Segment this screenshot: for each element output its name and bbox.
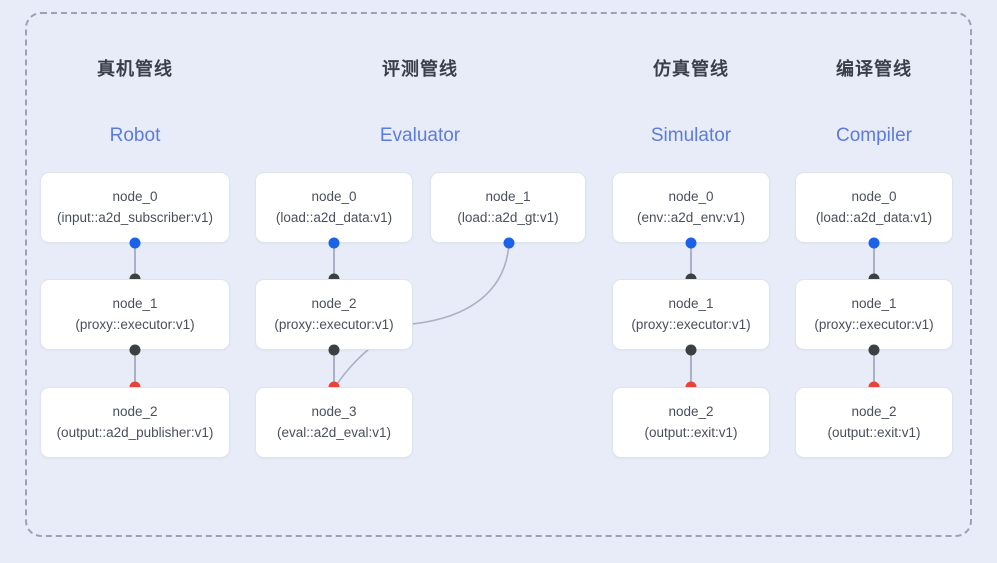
node-label-type: (proxy::executor:v1)	[75, 316, 195, 332]
edge-executor-to-eval	[335, 348, 370, 387]
port-out-compiler-1[interactable]	[868, 344, 880, 356]
node-robot-2[interactable]: node_2 (output::a2d_publisher:v1)	[40, 387, 230, 458]
node-label-name: node_1	[485, 188, 531, 204]
node-simulator-1[interactable]: node_1 (proxy::executor:v1)	[612, 279, 770, 350]
node-label-type: (proxy::executor:v1)	[274, 316, 394, 332]
node-simulator-0[interactable]: node_0 (env::a2d_env:v1)	[612, 172, 770, 243]
node-label-type: (eval::a2d_eval:v1)	[276, 424, 392, 440]
column-title-simulator: 仿真管线	[653, 59, 729, 79]
node-label-name: node_0	[112, 188, 158, 204]
port-out-evaluator-0[interactable]	[328, 237, 340, 249]
node-label-name: node_3	[311, 403, 357, 419]
port-out-compiler-0[interactable]	[868, 237, 880, 249]
port-out-simulator-1[interactable]	[685, 344, 697, 356]
node-evaluator-3[interactable]: node_3 (eval::a2d_eval:v1)	[255, 387, 413, 458]
edge-gt-to-executor	[411, 242, 510, 325]
port-out-evaluator-2[interactable]	[328, 344, 340, 356]
edge-robot-0-1	[134, 243, 136, 278]
node-label-type: (load::a2d_data:v1)	[275, 209, 393, 225]
node-label-type: (proxy::executor:v1)	[814, 316, 934, 332]
edge-compiler-0-1	[873, 243, 875, 278]
node-label-name: node_0	[668, 188, 714, 204]
node-compiler-0[interactable]: node_0 (load::a2d_data:v1)	[795, 172, 953, 243]
column-title-robot: 真机管线	[97, 59, 173, 79]
column-subtitle-simulator: Simulator	[650, 125, 732, 146]
edge-robot-1-2	[134, 350, 136, 387]
node-label-type: (output::exit:v1)	[644, 424, 738, 440]
edge-simulator-0-1	[690, 243, 692, 278]
node-compiler-1[interactable]: node_1 (proxy::executor:v1)	[795, 279, 953, 350]
node-label-name: node_2	[311, 295, 357, 311]
edge-compiler-1-2	[873, 350, 875, 387]
diagram-dashed-frame	[25, 12, 972, 537]
column-title-evaluator: 评测管线	[382, 59, 458, 79]
node-label-type: (load::a2d_data:v1)	[815, 209, 933, 225]
column-subtitle-compiler: Compiler	[835, 125, 913, 146]
node-evaluator-1-detached[interactable]: node_1 (load::a2d_gt:v1)	[430, 172, 586, 243]
node-evaluator-2[interactable]: node_2 (proxy::executor:v1)	[255, 279, 413, 350]
port-out-robot-1[interactable]	[129, 344, 141, 356]
node-label-type: (input::a2d_subscriber:v1)	[56, 209, 214, 225]
node-label-name: node_1	[668, 295, 714, 311]
node-label-name: node_1	[851, 295, 897, 311]
node-label-name: node_0	[851, 188, 897, 204]
node-label-name: node_2	[112, 403, 158, 419]
node-label-type: (env::a2d_env:v1)	[636, 209, 746, 225]
node-label-type: (output::exit:v1)	[827, 424, 921, 440]
port-out-robot-0[interactable]	[129, 237, 141, 249]
node-label-type: (proxy::executor:v1)	[631, 316, 751, 332]
edge-evaluator-0-2	[333, 243, 335, 278]
column-subtitle-evaluator: Evaluator	[379, 125, 461, 146]
node-label-name: node_2	[668, 403, 714, 419]
node-label-type: (load::a2d_gt:v1)	[457, 209, 559, 225]
column-title-compiler: 编译管线	[836, 59, 912, 79]
node-label-type: (output::a2d_publisher:v1)	[56, 424, 214, 440]
node-simulator-2[interactable]: node_2 (output::exit:v1)	[612, 387, 770, 458]
node-label-name: node_0	[311, 188, 357, 204]
node-label-name: node_2	[851, 403, 897, 419]
column-subtitle-robot: Robot	[109, 125, 161, 146]
port-out-simulator-0[interactable]	[685, 237, 697, 249]
node-robot-0[interactable]: node_0 (input::a2d_subscriber:v1)	[40, 172, 230, 243]
edge-evaluator-2-3	[333, 350, 335, 387]
node-evaluator-0[interactable]: node_0 (load::a2d_data:v1)	[255, 172, 413, 243]
node-compiler-2[interactable]: node_2 (output::exit:v1)	[795, 387, 953, 458]
port-out-evaluator-1-detached[interactable]	[503, 237, 515, 249]
edge-simulator-1-2	[690, 350, 692, 387]
node-label-name: node_1	[112, 295, 158, 311]
node-robot-1[interactable]: node_1 (proxy::executor:v1)	[40, 279, 230, 350]
